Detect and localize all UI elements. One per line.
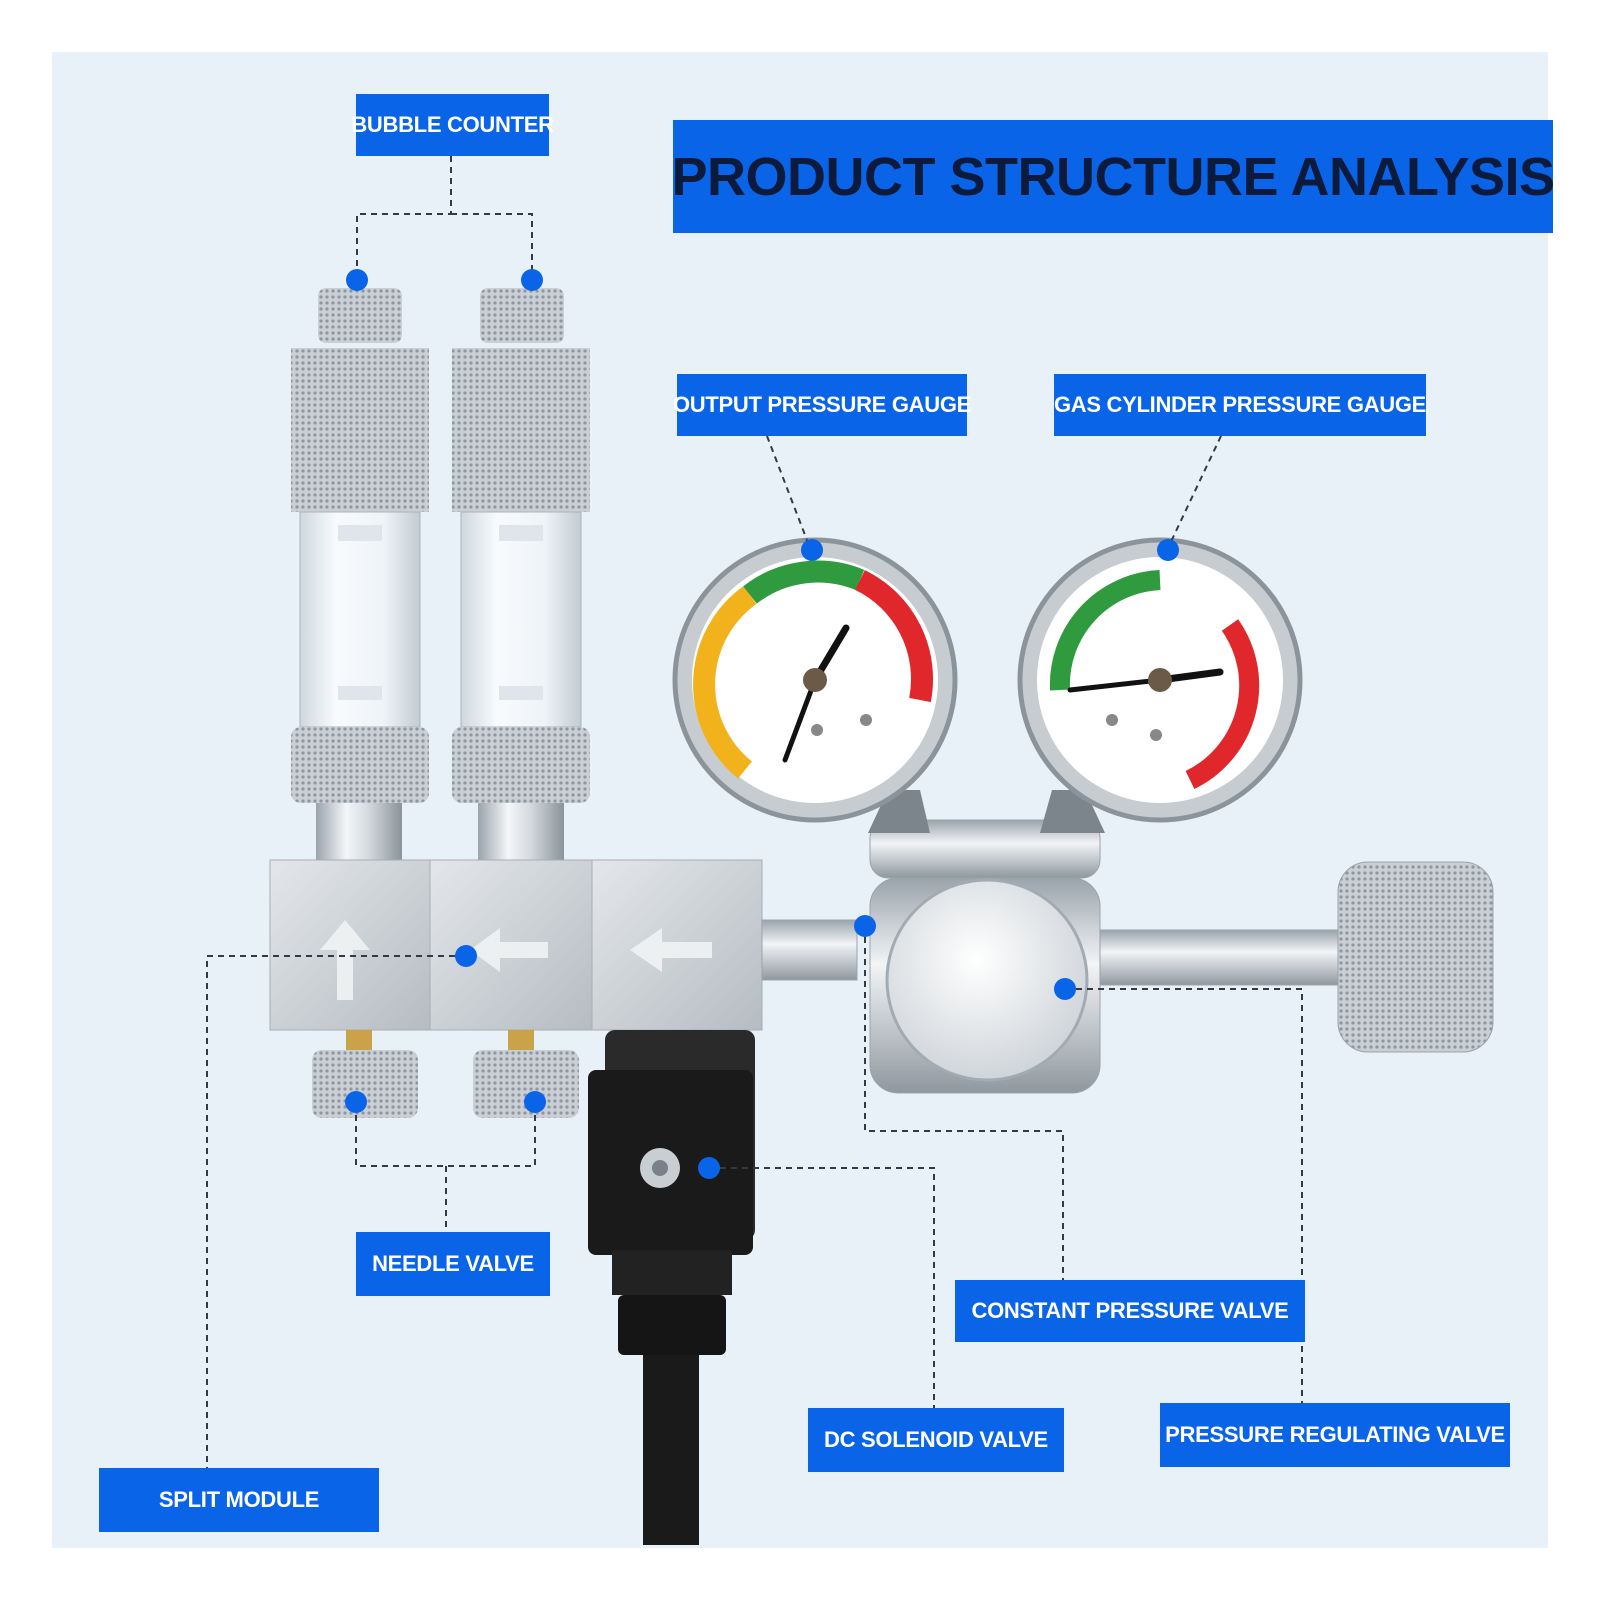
dot-bubble-counter-left — [346, 269, 368, 291]
label-bubble-counter: BUBBLE COUNTER — [351, 94, 554, 156]
marker-dots — [345, 269, 1179, 1179]
label-needle-valve: NEEDLE VALVE — [356, 1232, 550, 1296]
split-module-blocks — [269, 859, 763, 1031]
label-split-module: SPLIT MODULE — [99, 1468, 379, 1532]
dot-constant-pressure — [854, 915, 876, 937]
gas-cylinder-pressure-gauge — [1017, 537, 1303, 823]
leader-lines — [206, 156, 1303, 1468]
dot-needle-left — [345, 1091, 367, 1113]
page-title: PRODUCT STRUCTURE ANALYSIS — [671, 120, 1555, 233]
dot-cylinder-gauge — [1157, 539, 1179, 561]
label-gas-cylinder-pressure-gauge: GAS CYLINDER PRESSURE GAUGE — [1054, 374, 1426, 436]
bubble-counter-left — [291, 288, 429, 868]
label-dc-solenoid-valve: DC SOLENOID VALVE — [808, 1408, 1064, 1472]
dot-output-gauge — [801, 539, 823, 561]
dot-split-module — [455, 945, 477, 967]
bubble-counter-right — [452, 288, 590, 868]
output-pressure-gauge — [672, 537, 958, 823]
dot-bubble-counter-right — [521, 269, 543, 291]
dc-solenoid-body — [588, 1030, 755, 1545]
label-pressure-regulating-valve: PRESSURE REGULATING VALVE — [1160, 1403, 1510, 1467]
label-constant-pressure-valve: CONSTANT PRESSURE VALVE — [955, 1280, 1305, 1342]
dot-needle-right — [524, 1091, 546, 1113]
label-output-pressure-gauge: OUTPUT PRESSURE GAUGE — [673, 374, 971, 436]
dot-pressure-regulating — [1054, 978, 1076, 1000]
regulator-body — [761, 790, 1494, 1094]
needle-valve-knobs — [312, 1030, 579, 1118]
dot-solenoid — [698, 1157, 720, 1179]
